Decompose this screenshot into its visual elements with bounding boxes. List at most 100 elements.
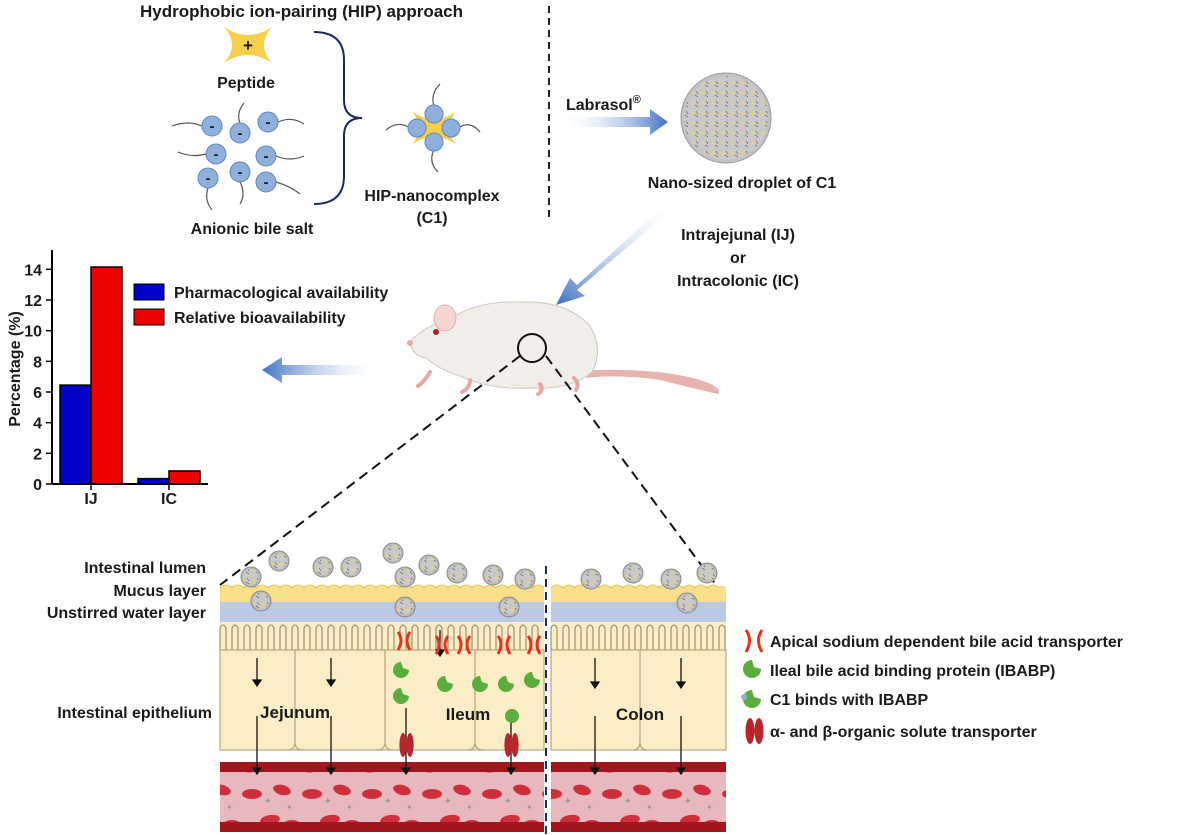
zoom-circle (517, 333, 547, 363)
vessel-wall-top (220, 762, 544, 772)
y-tick-label: 0 (33, 477, 42, 494)
label-intestinal-lumen: Intestinal lumen (84, 560, 206, 577)
complex-label: HIP-nanocomplex (364, 188, 499, 205)
route-ic: Intracolonic (IC) (677, 273, 799, 290)
colon-panel: Colon (550, 562, 727, 832)
ibabp-icon (743, 660, 761, 678)
rat-illustration (407, 301, 720, 396)
grouping-brace (313, 31, 363, 205)
epithelial-cells (219, 649, 545, 751)
bile-salt-icon: - (177, 143, 227, 165)
y-tick-label: 14 (24, 262, 42, 279)
ost-transporters (399, 733, 519, 757)
legend-label-pharmacological: Pharmacological availability (174, 285, 388, 302)
bile-salt-charge: - (264, 174, 269, 191)
bile-salt-icon: - (229, 161, 251, 205)
zoom-line-right (545, 355, 717, 586)
y-tick-label: 12 (24, 293, 42, 310)
epithelial-cells (550, 649, 727, 751)
bile-salt-charge: - (238, 164, 243, 181)
bar-ij-pharmacological (59, 384, 92, 485)
bile-salt-charge: - (210, 118, 215, 135)
bile-salt-icon: - (255, 145, 305, 167)
transporter-key: Apical sodium dependent bile acid transp… (741, 629, 1123, 744)
mucus-layer (220, 586, 544, 602)
vessel-wall-bottom (220, 822, 544, 832)
chart-bars (59, 266, 201, 485)
bile-salt-charge: - (206, 170, 211, 187)
transport-arrows (589, 658, 687, 776)
label-intestinal-epithelium: Intestinal epithelium (57, 705, 212, 722)
segment-colon: Colon (616, 705, 664, 724)
peptide-charge: + (243, 36, 253, 55)
nano-droplet-icon (680, 72, 772, 164)
y-tick-label: 8 (33, 354, 42, 371)
blood-vessel (220, 762, 544, 824)
x-tick-label-ic: IC (161, 491, 177, 508)
formulation-panel: Labrasol® Nano-sized droplet of C1 (560, 72, 837, 192)
bile-salt-icon: - (255, 171, 301, 195)
ost-icon (745, 718, 764, 744)
unstirred-water-layer (551, 602, 726, 622)
chart-legend: Pharmacological availability Relative bi… (133, 283, 388, 327)
droplet-label: Nano-sized droplet of C1 (648, 175, 837, 192)
bile-salt-icon: - (257, 111, 305, 133)
vessel-wall-bottom (551, 822, 726, 832)
asbt-icon (744, 629, 764, 653)
arrow-to-rat (556, 200, 676, 305)
administration-route: Intrajejunal (IJ) or Intracolonic (IC) (556, 200, 799, 305)
bar-ic-relative (168, 470, 201, 485)
legend-swatch-relative (133, 308, 165, 326)
vessel-wall-top (551, 762, 726, 772)
legend-swatch-pharmacological (133, 283, 165, 301)
key-c1-binds: C1 binds with IBABP (770, 692, 929, 709)
bile-salt-charge: - (238, 125, 243, 142)
intestine-section: Intestinal lumen Mucus layer Unstirred w… (47, 542, 727, 835)
c1-ibabp-icon (741, 690, 761, 708)
small-intestine-panel: Jejunum Ileum (219, 542, 545, 832)
hip-nanocomplex-icon (385, 83, 481, 173)
ibabp-proteins (393, 662, 540, 723)
key-ibabp: Ileal bile acid binding protein (IBABP) (770, 663, 1055, 680)
bile-salt-charge: - (214, 146, 219, 163)
label-unstirred-water-layer: Unstirred water layer (47, 605, 206, 622)
key-asbt: Apical sodium dependent bile acid transp… (770, 634, 1123, 651)
route-ij: Intrajejunal (IJ) (681, 227, 795, 244)
segment-ileum: Ileum (446, 705, 490, 724)
legend-label-relative: Relative bioavailability (174, 310, 346, 327)
chart-y-axis-label: Percentage (%) (7, 311, 24, 427)
bar-ij-relative (90, 266, 123, 485)
unstirred-water-layer (220, 602, 544, 622)
route-or: or (730, 250, 746, 267)
key-ost: α- and β-organic solute transporter (770, 724, 1037, 741)
bile-salt-charge: - (264, 148, 269, 165)
hip-approach-panel: Hydrophobic ion-pairing (HIP) approach +… (140, 2, 500, 238)
asbt-transporters (396, 631, 542, 655)
mucus-layer (551, 586, 726, 602)
complex-label-abbr: (C1) (416, 210, 447, 227)
arrow-to-droplet (560, 109, 668, 135)
blood-vessel (551, 762, 726, 824)
arrow-to-chart (262, 357, 384, 383)
bile-salt-label: Anionic bile salt (191, 221, 314, 238)
segment-jejunum: Jejunum (260, 703, 330, 722)
bile-salt-icon: - (229, 102, 251, 144)
label-mucus-layer: Mucus layer (114, 583, 206, 600)
bile-salt-charge: - (266, 114, 271, 131)
peptide-label: Peptide (217, 75, 275, 92)
y-tick-label: 2 (33, 446, 42, 463)
y-tick-label: 6 (33, 385, 42, 402)
hip-title: Hydrophobic ion-pairing (HIP) approach (140, 2, 463, 21)
registered-mark: ® (633, 94, 641, 106)
excipient-label: Labrasol® (566, 94, 641, 114)
bile-salt-icon: - (171, 115, 223, 137)
bile-salt-icon: - (197, 167, 219, 211)
y-tick-label: 4 (33, 416, 42, 433)
zoom-line-left (219, 355, 521, 586)
y-tick-label: 10 (24, 324, 42, 341)
bile-salt-cluster: - - - - - - - - (171, 102, 305, 211)
peptide-icon: + (224, 27, 272, 63)
